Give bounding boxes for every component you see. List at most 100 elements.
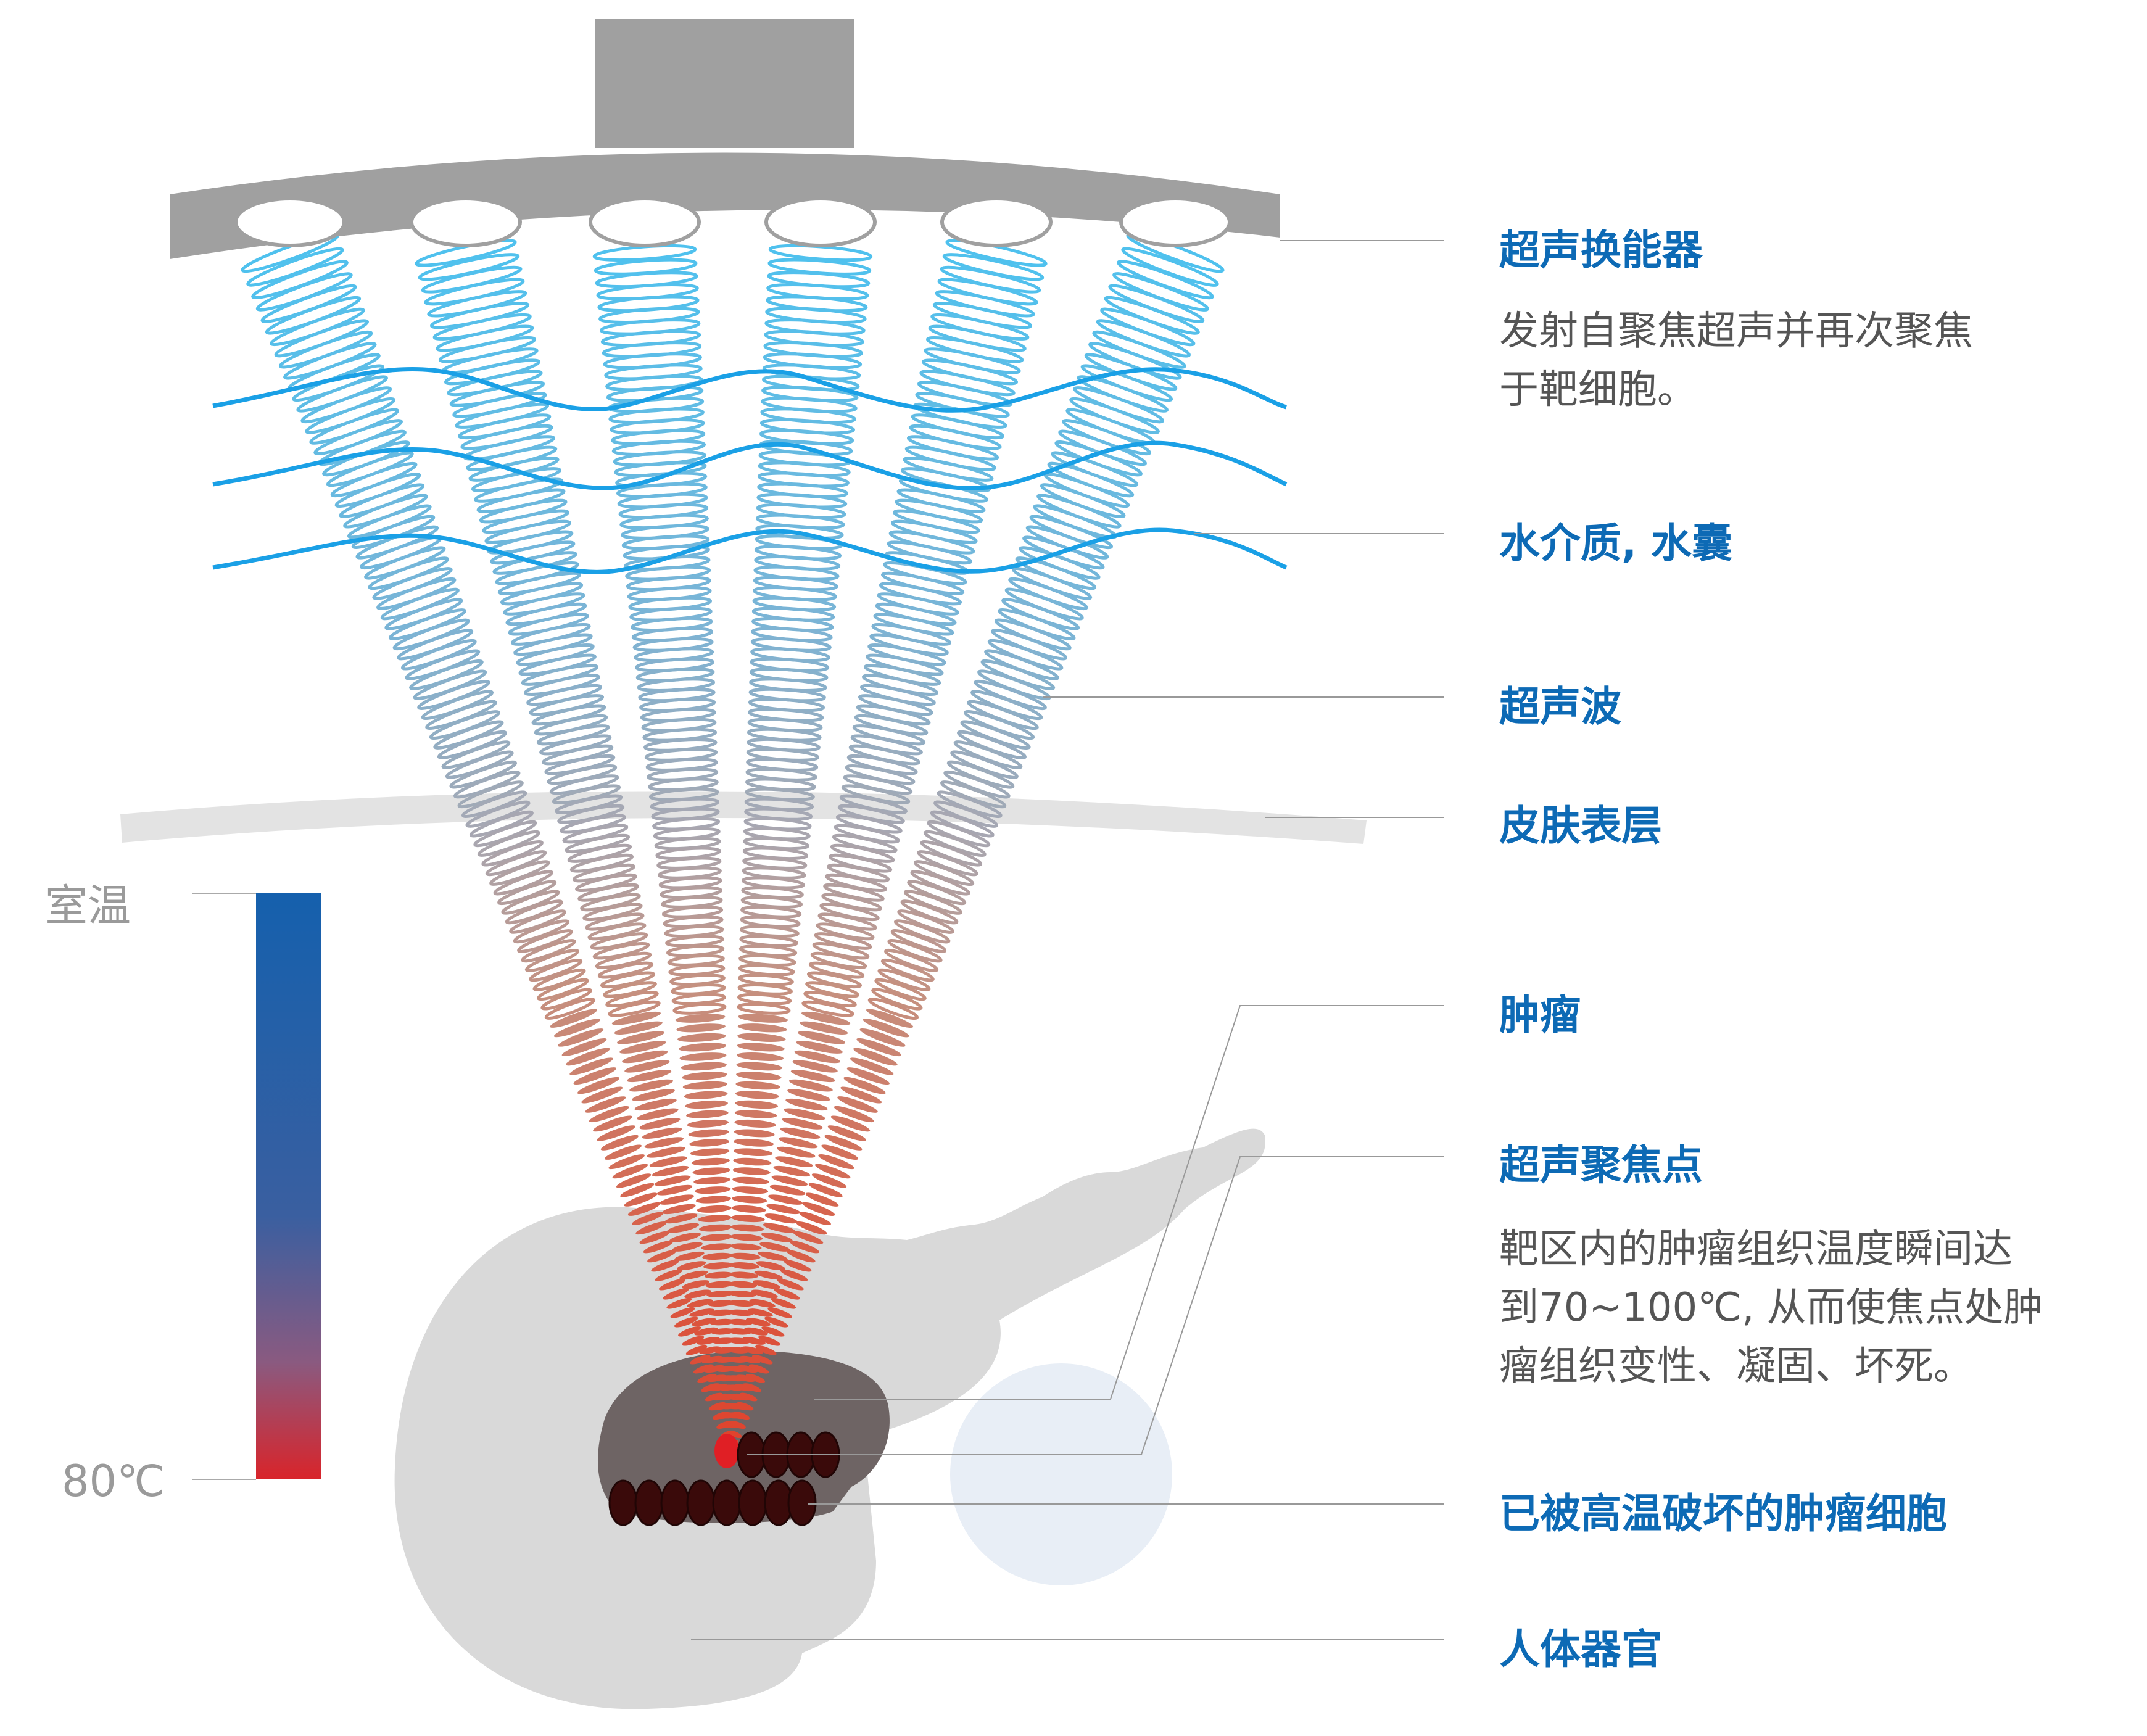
beam-ring: [608, 1000, 661, 1017]
skin-layer: [120, 791, 1367, 844]
beam-ring: [694, 1186, 731, 1194]
beam-ring: [246, 247, 344, 287]
beam-ring: [1121, 247, 1219, 287]
beam-ring: [619, 1041, 666, 1054]
beam-ring: [863, 1019, 909, 1038]
beam-ring: [629, 1079, 674, 1092]
beam-ring: [771, 1175, 808, 1186]
ultrasound-beams: [241, 233, 1225, 1468]
scale-label-bottom: 80℃: [62, 1456, 165, 1507]
beam-ring: [761, 1233, 793, 1242]
beam-ring: [737, 1002, 791, 1015]
beam-ring: [734, 1384, 753, 1392]
beam-ring: [517, 929, 573, 953]
beam-ring: [702, 1252, 733, 1260]
beam-ring: [734, 1119, 776, 1128]
destroyed-cell: [660, 1479, 690, 1526]
beam-ring: [846, 1067, 890, 1085]
leader-lines: [691, 240, 1444, 1640]
beam-ring: [674, 1251, 705, 1261]
beam-ring: [697, 1337, 720, 1345]
beam-ring: [732, 1186, 769, 1194]
beam-ring: [970, 690, 1043, 721]
beam-ring: [742, 1383, 761, 1392]
desc-focus-3: 瘤组织变性、凝固、坏死。: [1499, 1344, 1973, 1389]
beam-ring: [766, 1204, 801, 1215]
beam-ring: [647, 1250, 676, 1263]
beam-ring: [624, 1060, 670, 1073]
beam-ring: [727, 1430, 742, 1438]
beam-ring: [784, 1108, 825, 1120]
beam-ring: [987, 639, 1064, 671]
beam-ring: [733, 1148, 773, 1157]
beam-ring: [830, 1115, 871, 1132]
beam-ring: [544, 998, 596, 1020]
beam-ring: [318, 429, 407, 466]
beam-ring: [569, 1057, 613, 1075]
beam-ring: [521, 939, 576, 963]
beam-ring: [733, 1412, 750, 1420]
beam-ring: [764, 1213, 798, 1224]
beam-ring: [967, 700, 1039, 730]
beam-ring: [811, 1173, 847, 1188]
beam-ring: [764, 1316, 788, 1328]
beam-ring: [632, 1089, 675, 1101]
beam-ring: [735, 1081, 780, 1090]
beam-ring: [409, 659, 484, 690]
beam-ring: [729, 1262, 759, 1270]
beam-ring: [339, 483, 425, 518]
beam-ring: [513, 919, 570, 944]
beam-ring: [802, 1202, 835, 1216]
beam-ring: [749, 1299, 776, 1308]
beam-ring: [859, 1028, 906, 1047]
beam-ring: [309, 408, 400, 445]
beam-ring: [388, 608, 467, 640]
beam-ring: [853, 1048, 898, 1066]
transducer-element: [940, 197, 1053, 247]
beam-ring: [737, 1033, 786, 1043]
beam-ring: [871, 988, 923, 1011]
beam-ring: [737, 1052, 784, 1061]
beam-ring: [659, 1194, 694, 1205]
beam-ring: [771, 1297, 796, 1309]
beam-ring: [693, 1364, 714, 1374]
beam-ring: [730, 1252, 761, 1260]
beam-ring: [666, 1223, 700, 1233]
beam-ring: [682, 1081, 728, 1090]
beam-ring: [540, 988, 592, 1011]
beam-ring: [672, 1242, 703, 1252]
beam-ring: [529, 958, 583, 982]
beam-ring: [674, 1316, 698, 1328]
label-wave: 超声波: [1499, 683, 1621, 730]
beam-ring: [690, 1148, 730, 1157]
beam-ring: [900, 899, 959, 925]
beam-ring: [796, 1221, 827, 1235]
beam-ring: [270, 307, 365, 347]
beam-ring: [824, 1135, 863, 1151]
beam-ring: [736, 1072, 782, 1080]
desc-focus-2: 到70~100℃, 从而使焦点处肿: [1499, 1285, 2043, 1331]
beam-ring: [603, 981, 657, 998]
beam-ring: [732, 1167, 771, 1175]
beam-ring: [251, 260, 349, 300]
beam-ring: [761, 1326, 785, 1337]
transducer-element: [589, 197, 701, 247]
beam-ring: [783, 1259, 812, 1272]
beam-ring: [682, 1336, 705, 1346]
beam-ring: [734, 1129, 775, 1138]
beam-ring: [727, 1309, 754, 1316]
beam-ring: [897, 909, 954, 934]
beam-ring: [532, 968, 586, 991]
beam-ring: [699, 1224, 732, 1232]
beam-ring: [1112, 272, 1209, 312]
beam-ring: [732, 1176, 769, 1185]
beam-ring: [283, 342, 377, 380]
beam-ring: [705, 1281, 734, 1288]
beam-ring: [745, 1373, 766, 1383]
label-skin: 皮肤表层: [1499, 802, 1662, 849]
beam-ring: [605, 1144, 642, 1160]
beam-ring: [553, 1019, 600, 1038]
beam-ring: [368, 556, 450, 590]
beam-ring: [773, 1165, 811, 1177]
beam-ring: [682, 1280, 709, 1289]
